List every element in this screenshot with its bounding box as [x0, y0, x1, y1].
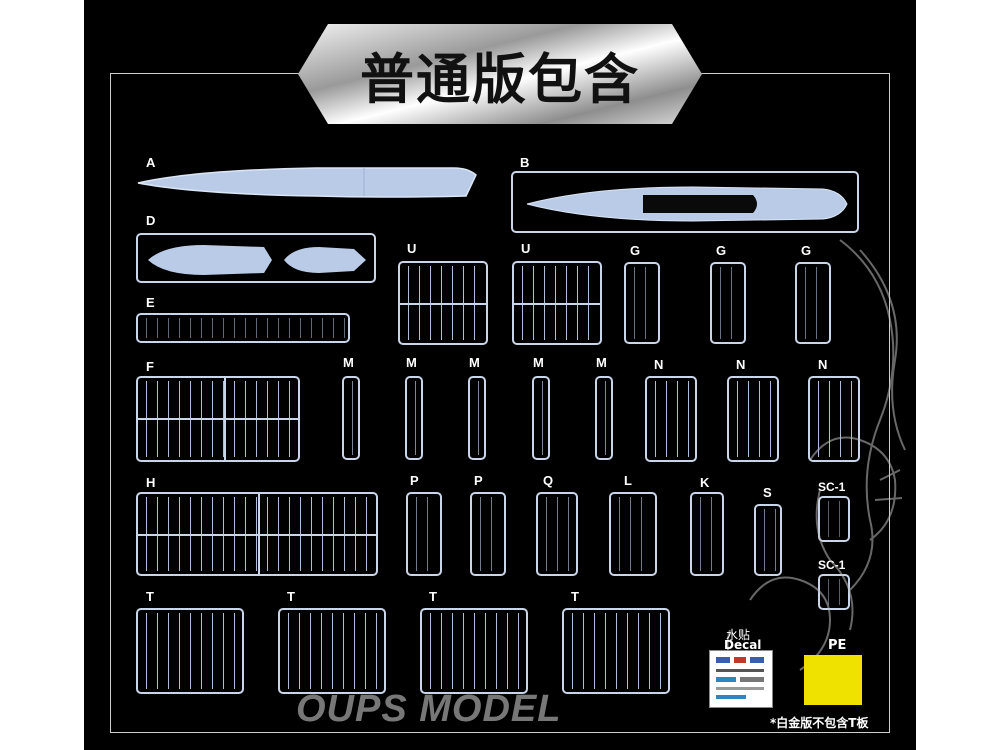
sprue-label-b: B: [520, 155, 530, 170]
sprue-label-t4: T: [571, 589, 579, 604]
sprue-label-m4: M: [533, 355, 544, 370]
sprue-t1: [136, 608, 244, 694]
sprue-m1: [342, 376, 360, 460]
sprue-m3: [468, 376, 486, 460]
sprue-s: [754, 504, 782, 576]
sprue-t3: [420, 608, 528, 694]
character-sketch-watermark: [726, 239, 906, 681]
sprue-u2: [512, 261, 602, 345]
sprue-g2: [710, 262, 746, 344]
sprue-label-n2: N: [736, 357, 746, 372]
sprue-label-m3: M: [469, 355, 480, 370]
sprue-l: [609, 492, 657, 576]
sprue-b: [511, 171, 859, 233]
decal-sheet: [709, 650, 773, 708]
decal-label-en: Decal: [724, 638, 762, 652]
sprue-m2: [405, 376, 423, 460]
sprue-t2: [278, 608, 386, 694]
sprue-t4: [562, 608, 670, 694]
sprue-label-q: Q: [543, 473, 554, 488]
sprue-u1: [398, 261, 488, 345]
sprue-label-a: A: [146, 155, 156, 170]
sprue-label-s: S: [763, 485, 772, 500]
sprue-label-g1: G: [630, 243, 641, 258]
sprue-label-p2: P: [474, 473, 483, 488]
brand-watermark: OUPS MODEL: [296, 688, 562, 730]
sprue-m5: [595, 376, 613, 460]
pe-label: PE: [828, 638, 847, 653]
sprue-label-sc1-a: SC-1: [818, 480, 846, 494]
sprue-label-n1: N: [654, 357, 664, 372]
sprue-g1: [624, 262, 660, 344]
sprue-e: [136, 313, 350, 343]
sprue-f: [136, 376, 300, 462]
sprue-q: [536, 492, 578, 576]
sprue-k: [690, 492, 724, 576]
title-banner: [298, 24, 702, 124]
sprue-label-u1: U: [407, 241, 417, 256]
sprue-label-k: K: [700, 475, 710, 490]
page-title: 普通版包含: [360, 47, 640, 111]
sprue-n3: [808, 376, 860, 462]
sprue-label-f: F: [146, 359, 154, 374]
sprue-a-hull: [137, 167, 477, 198]
sprue-label-m5: M: [596, 355, 607, 370]
sprue-d: [136, 233, 376, 283]
pe-sheet: [804, 655, 862, 705]
sprue-p1: [406, 492, 442, 576]
sprue-m4: [532, 376, 550, 460]
sprue-label-g3: G: [801, 243, 812, 258]
sprue-label-d: D: [146, 213, 156, 228]
sprue-label-h: H: [146, 475, 156, 490]
sprue-label-g2: G: [716, 243, 727, 258]
sprue-n2: [727, 376, 779, 462]
sprue-sc1-a: [818, 496, 850, 542]
sprue-label-m2: M: [406, 355, 417, 370]
sprue-g3: [795, 262, 831, 344]
sprue-label-t3: T: [429, 589, 437, 604]
sprue-label-n3: N: [818, 357, 828, 372]
sprue-label-t2: T: [287, 589, 295, 604]
sprue-label-e: E: [146, 295, 155, 310]
footnote: *白金版不包含T板: [770, 716, 869, 730]
sprue-p2: [470, 492, 506, 576]
sprue-label-u2: U: [521, 241, 531, 256]
decal-label-cn: 水贴: [726, 628, 751, 642]
sprue-n1: [645, 376, 697, 462]
sprue-label-t1: T: [146, 589, 154, 604]
sprue-label-m1: M: [343, 355, 354, 370]
sprue-label-p1: P: [410, 473, 419, 488]
sprue-h: [136, 492, 378, 576]
sprue-label-l: L: [624, 473, 632, 488]
